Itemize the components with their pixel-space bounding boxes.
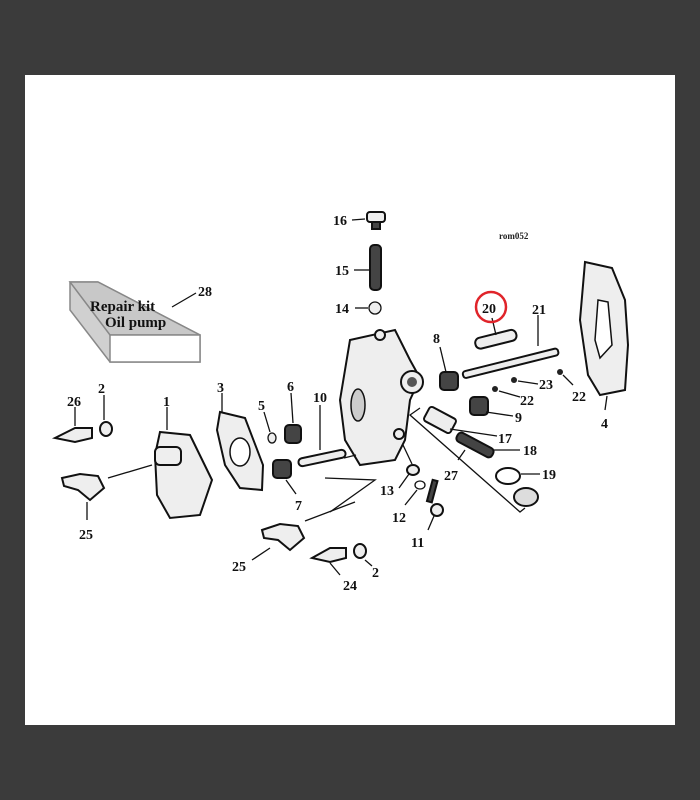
label-22[interactable]: 22 [572,390,586,405]
gear-6[interactable] [284,424,302,444]
label-23[interactable]: 23 [539,378,553,393]
label-16[interactable]: 16 [333,214,347,229]
fitting-25-bottom[interactable] [260,522,306,552]
screw-16[interactable] [366,211,386,223]
washer-12[interactable] [414,480,426,490]
label-12[interactable]: 12 [392,511,406,526]
washer-13[interactable] [406,464,420,476]
part-labels: 16 15 14 20 21 8 6 3 2 26 1 5 10 23 22 2… [67,214,608,594]
label-25[interactable]: 25 [232,560,246,575]
label-9[interactable]: 9 [515,411,522,426]
screw-11[interactable] [425,478,439,504]
label-3[interactable]: 3 [217,381,224,396]
spring-18[interactable] [455,431,495,459]
sleeve-17[interactable] [423,405,457,435]
label-18[interactable]: 18 [523,444,537,459]
cover-1[interactable] [153,430,214,520]
gear-7[interactable] [272,459,292,479]
washer-19[interactable] [495,467,521,485]
washer-2-bottom[interactable] [353,543,367,559]
spring-15[interactable] [369,244,382,291]
label-26[interactable]: 26 [67,395,81,410]
plug-27[interactable] [513,487,539,507]
label-15[interactable]: 15 [335,264,349,279]
kit-label-line1: Repair kit [90,299,155,315]
washer-2[interactable] [99,421,113,437]
label-21[interactable]: 21 [532,303,546,318]
label-13[interactable]: 13 [380,484,394,499]
label-19[interactable]: 19 [542,468,556,483]
label-27[interactable]: 27 [444,469,458,484]
label-22[interactable]: 22 [520,394,534,409]
label-7[interactable]: 7 [295,499,302,514]
label-6[interactable]: 6 [287,380,294,395]
fitting-24[interactable] [309,547,347,564]
label-11[interactable]: 11 [411,536,424,551]
repair-kit-box[interactable]: Repair kit Oil pump [68,281,201,363]
gear-9[interactable] [469,396,489,416]
label-1[interactable]: 1 [163,395,170,410]
shaft-21[interactable] [461,347,560,379]
label-14[interactable]: 14 [335,302,349,317]
key-5[interactable] [267,432,277,444]
label-25[interactable]: 25 [79,528,93,543]
label-8[interactable]: 8 [433,332,440,347]
label-17[interactable]: 17 [498,432,512,447]
fitting-25-left[interactable] [60,472,106,502]
label-10[interactable]: 10 [313,391,327,406]
label-20[interactable]: 20 [482,302,496,317]
gear-8[interactable] [439,371,459,391]
label-28: 28 [198,285,212,300]
kit-label-line2: Oil pump [105,315,166,331]
highlight-circle-20 [474,290,508,324]
label-5[interactable]: 5 [258,399,265,414]
label-4[interactable]: 4 [601,417,608,432]
label-2[interactable]: 2 [98,382,105,397]
ball-14[interactable] [368,301,382,315]
pin-10[interactable] [297,448,347,468]
ref-code: rom052 [499,231,529,241]
label-2[interactable]: 2 [372,566,379,581]
label-24[interactable]: 24 [343,579,357,594]
shaft-20[interactable] [474,328,518,350]
fitting-26[interactable] [51,427,93,444]
